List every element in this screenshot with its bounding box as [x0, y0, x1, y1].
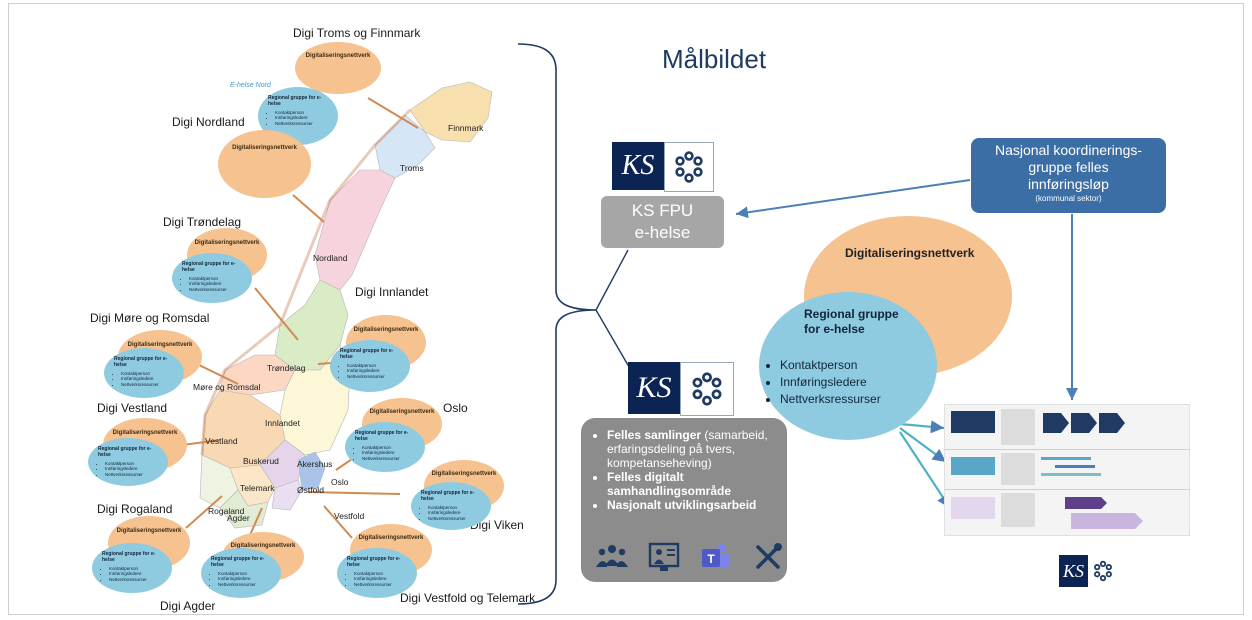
nasjonal-line1: Nasjonal koordinerings-: [994, 142, 1143, 158]
ks-fpu-box: KS FPU e-helse: [601, 196, 724, 248]
region-title-viken: Digi Viken: [470, 518, 524, 532]
regional-group-bubble: Regional gruppe for e-helse Kontaktperso…: [88, 438, 168, 486]
regional-group-bubble: Regional gruppe for e-helse Kontaktperso…: [337, 548, 417, 598]
ring-logo-icon: [664, 142, 714, 192]
big-regional-group-title: Regional gruppe for e-helse: [804, 307, 899, 336]
ehelse-nord-label: E-helse Nord: [230, 82, 271, 89]
map-label-vestfold: Vestfold: [334, 511, 365, 521]
big-item: Nettverksressurser: [780, 391, 881, 408]
map-label-rogaland: Rogaland: [208, 506, 245, 516]
teams-icon: T: [702, 544, 730, 567]
map-label-trondelag: Trøndelag: [267, 363, 306, 373]
regional-group-bubble: Regional gruppe for e-helse Kontaktperso…: [330, 340, 410, 392]
ks-logo: KS: [612, 142, 664, 190]
region-title-innlandet: Digi Innlandet: [355, 285, 429, 299]
icons-row: T: [595, 540, 785, 574]
ring-logo-icon: [680, 362, 734, 416]
map-label-telemark: Telemark: [240, 483, 275, 493]
map-vestfold: [271, 479, 303, 511]
felles-item-1: Felles samlinger (samarbeid, erfaringsde…: [607, 428, 777, 470]
region-title-troms-finnmark: Digi Troms og Finnmark: [293, 26, 421, 40]
network-bubble: Digitaliseringsnettverk: [218, 130, 311, 198]
main-title: Målbildet: [662, 44, 767, 74]
map-label-nordland: Nordland: [313, 253, 348, 263]
tools-icon: [756, 543, 782, 569]
ks-logo: KS: [628, 362, 680, 414]
map-label-vestland: Vestland: [205, 436, 238, 446]
map-coastline: [200, 108, 412, 456]
regional-group-bubble: Regional gruppe for e-helse Kontaktperso…: [172, 253, 252, 303]
svg-text:T: T: [707, 552, 715, 566]
process-thumbnail: [944, 404, 1190, 536]
felles-item-2: Felles digitalt samhandlingsområde: [607, 470, 777, 498]
map-label-oslo: Oslo: [331, 477, 349, 487]
region-title-vestland: Digi Vestland: [97, 401, 168, 415]
big-item: Innføringsledere: [780, 374, 881, 391]
regional-group-bubble: Regional gruppe for e-helse Kontaktperso…: [104, 348, 184, 398]
felles-item-3: Nasjonalt utviklingsarbeid: [607, 498, 777, 512]
fpu-line1: KS FPU: [631, 201, 694, 220]
map-akershus: [297, 451, 326, 491]
map-label-agder: Agder: [227, 513, 250, 523]
slide-frame: [8, 3, 1244, 615]
map-nordland: [314, 169, 396, 291]
ring-logo-small-icon: [1088, 555, 1117, 587]
fpu-line2: e-helse: [634, 223, 691, 242]
network-bubble: Digitaliseringsnettverk: [295, 42, 381, 94]
nasjonal-line3: innføringsløp: [1028, 176, 1109, 192]
big-network-label: Digitaliseringsnettverk: [845, 246, 975, 260]
nasjonal-line2: gruppe felles: [1028, 159, 1109, 175]
big-items-list: Kontaktperson Innføringsledere Nettverks…: [768, 357, 881, 408]
map-label-ostfold: Østfold: [297, 485, 324, 495]
region-title-more-romsdal: Digi Møre og Romsdal: [90, 311, 210, 325]
regional-group-bubble: Regional gruppe for e-helse Kontaktperso…: [411, 482, 491, 530]
nasjonal-subtitle: (kommunal sektor): [1035, 194, 1102, 203]
regional-group-bubble: Regional gruppe for e-helse Kontaktperso…: [201, 548, 281, 598]
regional-group-bubble: Regional gruppe for e-helse Kontaktperso…: [92, 543, 172, 593]
region-title-rogaland: Digi Rogaland: [97, 502, 173, 516]
felles-box: Felles samlinger (samarbeid, erfaringsde…: [581, 418, 787, 582]
big-item: Kontaktperson: [780, 357, 881, 374]
norway-map: [199, 81, 493, 529]
region-title-agder: Digi Agder: [160, 599, 216, 613]
map-label-akershus: Akershus: [297, 459, 333, 469]
map-label-more-romsdal: Møre og Romsdal: [193, 382, 261, 392]
map-label-troms: Troms: [400, 163, 424, 173]
region-title-vestfold-telemark: Digi Vestfold og Telemark: [400, 591, 536, 605]
map-finnmark: [409, 81, 493, 143]
map-label-finnmark: Finnmark: [448, 123, 484, 133]
map-label-buskerud: Buskerud: [243, 456, 279, 466]
region-title-oslo: Oslo: [443, 401, 468, 415]
people-group-icon: [596, 545, 628, 567]
nasjonal-koordinering-box: Nasjonal koordinerings- gruppe felles in…: [971, 138, 1166, 213]
ks-logo-small: KS: [1059, 555, 1088, 587]
map-agder: [219, 489, 269, 529]
screen-presentation-icon: [648, 542, 680, 571]
arrow-nasjonal-to-fpu: [735, 179, 971, 219]
region-title-trondelag: Digi Trøndelag: [163, 215, 242, 229]
big-regional-group-bubble: [759, 292, 937, 440]
region-title-nordland: Digi Nordland: [172, 115, 245, 129]
regional-group-bubble: Regional gruppe for e-helse Kontaktperso…: [345, 422, 425, 472]
map-label-innlandet: Innlandet: [265, 418, 300, 428]
